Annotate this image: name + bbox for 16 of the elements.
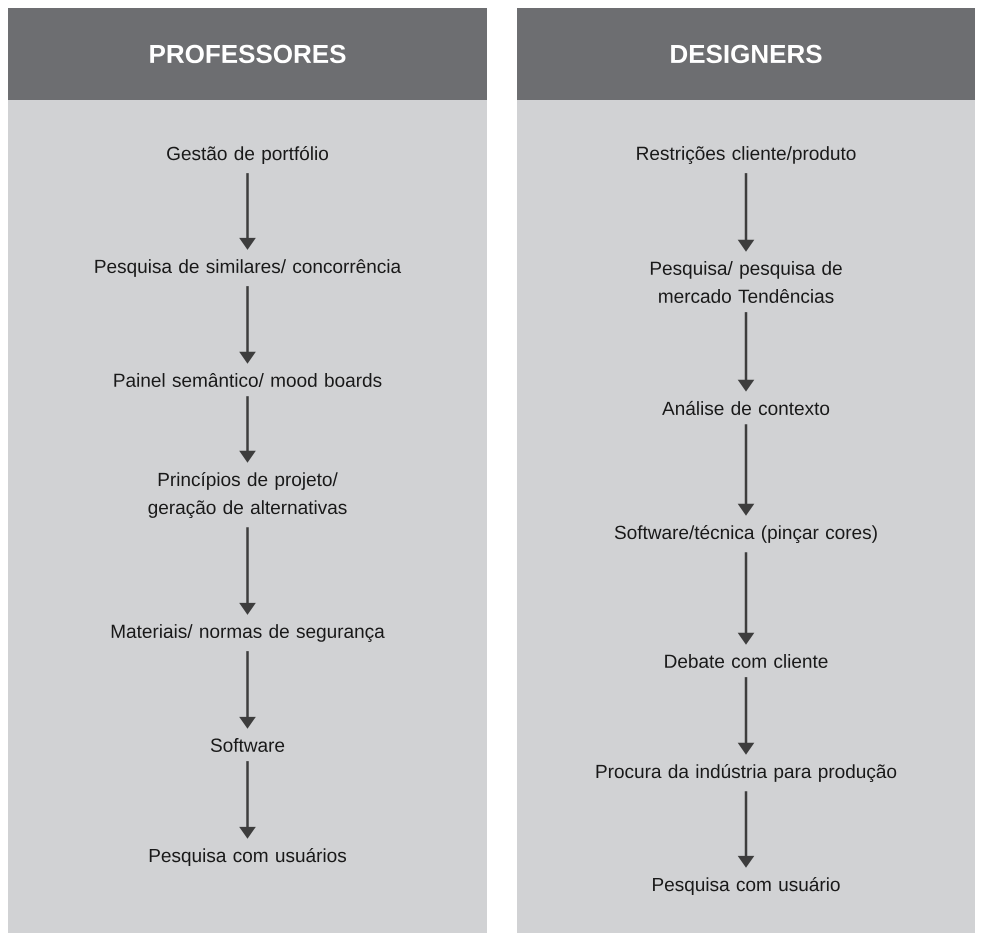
node-label: DESIGNERS [671, 44, 822, 64]
step-text: Software/técnica (pinçar cores) [614, 524, 877, 543]
step-text: Software [210, 738, 284, 752]
step-text: Painel semântico/ mood boards [114, 372, 382, 387]
node-label: PROFESSORES [150, 44, 346, 64]
step-text: Gestão de portfólio [167, 146, 328, 164]
step-text: Pesquisa com usuários [150, 848, 346, 866]
step-text: Debate com cliente [665, 654, 828, 668]
step-text: Pesquisa com usuário [653, 877, 840, 895]
step-text: Procura da indústria para produção [596, 764, 896, 782]
step-text: Pesquisa/ pesquisa de mercado Tendências [650, 261, 842, 303]
step-text: Materiais/ normas de segurança [112, 624, 385, 642]
step-text: Pesquisa de similares/ concorrência [95, 259, 402, 277]
step-text: Princípios de projeto/ geração de alternativas [148, 472, 347, 518]
step-text: Restrições cliente/produto [637, 146, 856, 164]
step-text: Análise de contexto [662, 400, 830, 416]
